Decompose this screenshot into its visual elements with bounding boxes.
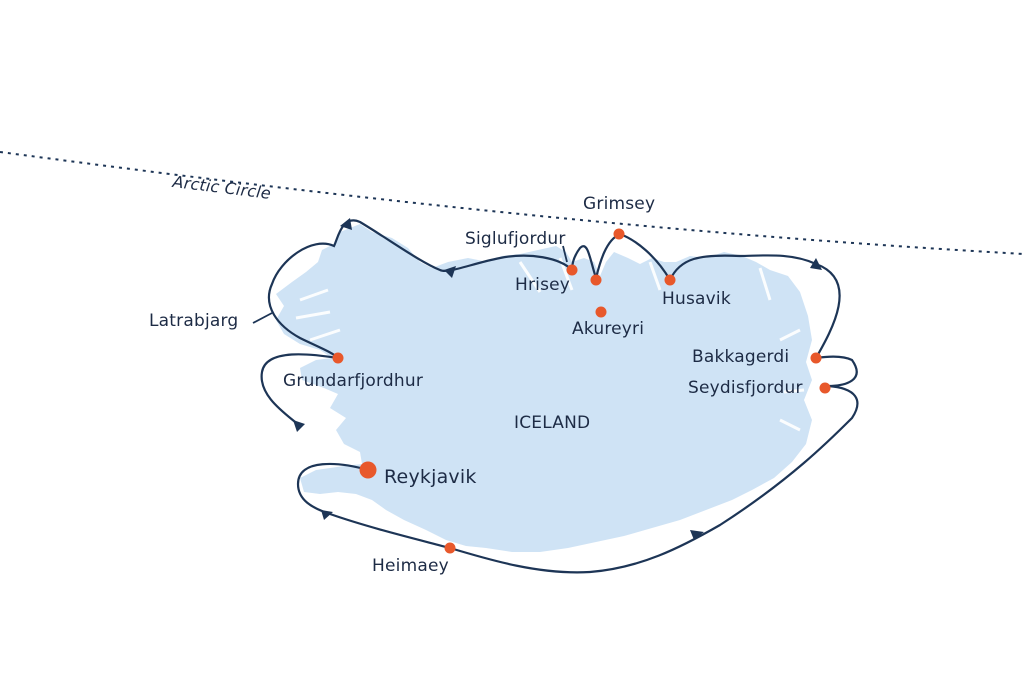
port-label-seydisfjordur[interactable]: Seydisfjordur [688, 378, 803, 398]
port-label-heimaey[interactable]: Heimaey [372, 556, 449, 576]
route-arrow-icon [810, 258, 822, 270]
port-label-bakkagerdi[interactable]: Bakkagerdi [692, 347, 790, 367]
port-label-latrabjarg[interactable]: Latrabjarg [149, 311, 239, 331]
route-arrow-icon [690, 530, 704, 540]
port-label-husavik[interactable]: Husavik [662, 289, 731, 309]
port-marker-bakkagerdi[interactable] [810, 352, 822, 364]
port-label-hrisey[interactable]: Hrisey [515, 275, 571, 295]
port-label-siglufjordur[interactable]: Siglufjordur [465, 229, 566, 249]
cruise-route-line [260, 219, 859, 574]
port-marker-akureyri[interactable] [595, 306, 607, 318]
port-label-akureyri[interactable]: Akureyri [572, 319, 645, 339]
country-label: ICELAND [514, 413, 591, 433]
arctic-circle-line [0, 151, 1024, 255]
port-marker-mid[interactable] [590, 274, 602, 286]
port-label-reykjavik[interactable]: Reykjavik [384, 466, 477, 488]
port-label-grimsey[interactable]: Grimsey [583, 194, 656, 214]
port-label-grundarfjordhur[interactable]: Grundarfjordhur [283, 371, 424, 391]
siglufjordur-leader-line [562, 245, 568, 263]
port-marker-grimsey[interactable] [613, 228, 625, 240]
port-marker-grundarfjordhur[interactable] [332, 352, 344, 364]
route-arrow-icon [444, 266, 456, 278]
port-marker-heimaey[interactable] [444, 542, 456, 554]
latrabjarg-leader-line [252, 312, 273, 324]
port-marker-reykjavik[interactable] [359, 461, 377, 479]
port-marker-husavik[interactable] [664, 274, 676, 286]
fjord-hints [295, 257, 805, 432]
route-arrow-icon [293, 420, 305, 432]
port-marker-seydisfjordur[interactable] [819, 382, 831, 394]
route-arrow-icon [340, 218, 352, 230]
iceland-landmass [276, 224, 812, 552]
port-marker-hrisey[interactable] [566, 264, 578, 276]
route-arrow-icon [321, 510, 333, 520]
